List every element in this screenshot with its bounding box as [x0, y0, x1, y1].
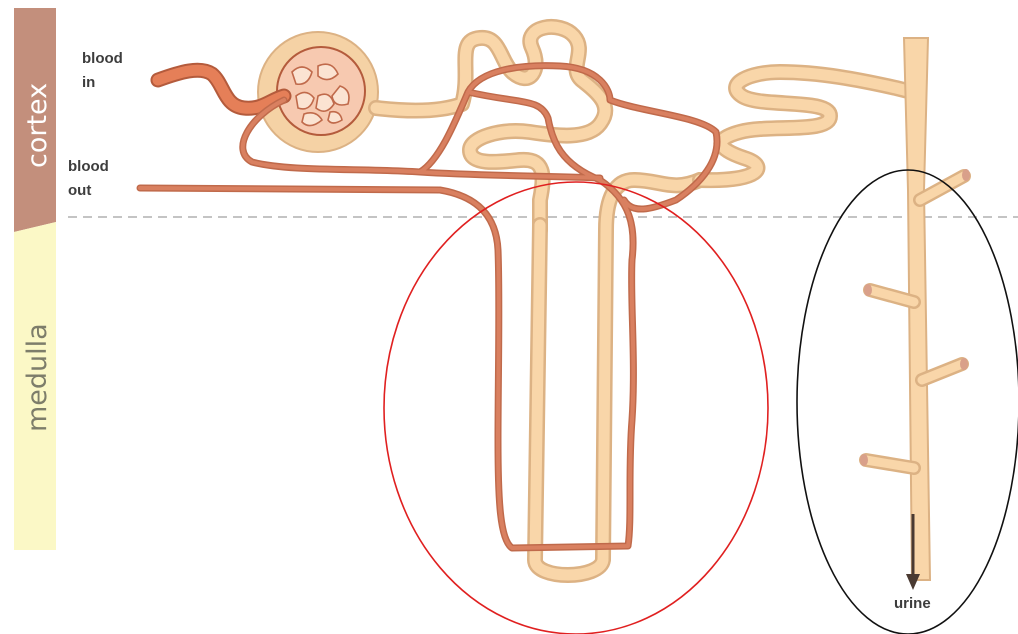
cortex-label: cortex [22, 83, 53, 168]
proximal-tubule [376, 27, 605, 230]
blood-out-label-line2: out [68, 182, 91, 199]
collecting-duct-highlight [797, 170, 1018, 634]
blood-vessels [140, 66, 717, 548]
collecting-duct [860, 38, 970, 580]
loop-of-henle [535, 180, 700, 575]
distal-tubule [700, 72, 912, 180]
blood-in-label-line2: in [82, 74, 95, 91]
medulla-label: medulla [22, 323, 53, 432]
blood-out-label-line1: blood [68, 158, 109, 175]
urine-label: urine [894, 595, 931, 612]
loop-of-henle-highlight [384, 182, 768, 634]
blood-in-label-line1: blood [82, 50, 123, 67]
zone-bands: cortex medulla [14, 8, 56, 550]
